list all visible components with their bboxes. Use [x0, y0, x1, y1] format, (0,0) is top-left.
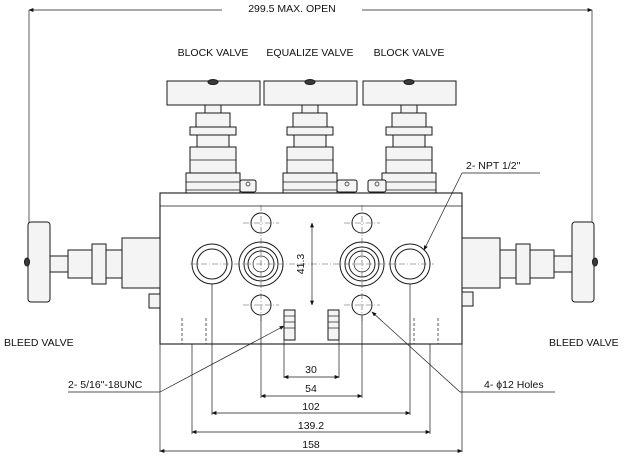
equalize-valve-label: EQUALIZE VALVE [266, 47, 353, 59]
top-valve-middle [263, 79, 358, 198]
bleed-valve-right [461, 221, 598, 303]
dim-54-label: 54 [305, 383, 317, 395]
side-stub-right [461, 291, 474, 307]
block-valve-right-label: BLOCK VALVE [374, 47, 445, 59]
thread-leader: 2- 5/16"-18UNC [68, 325, 285, 393]
side-stub-left [148, 293, 161, 309]
dim-102-label: 102 [302, 401, 320, 413]
holes-label: 4- ϕ12 Holes [484, 379, 544, 391]
hidden-bores [181, 318, 439, 344]
bleed-valve-left-label: BLEED VALVE [4, 337, 74, 349]
bleed-valve-left [24, 221, 161, 303]
dim-139-label: 139.2 [298, 420, 324, 432]
block-valve-left-label: BLOCK VALVE [178, 47, 249, 59]
dim-41-3: 41.3 [295, 222, 314, 306]
dim-41-3-label: 41.3 [295, 254, 307, 275]
dim-30-label: 30 [305, 364, 317, 376]
threaded-studs [283, 309, 340, 341]
top-plugs [239, 179, 387, 193]
holes-leader: 4- ϕ12 Holes [371, 311, 555, 393]
overall-dimension: 299.5 MAX. OPEN [28, 2, 593, 228]
npt-leader: 2- NPT 1/2" [423, 160, 540, 251]
overall-open-label: 299.5 MAX. OPEN [248, 3, 336, 15]
npt-label: 2- NPT 1/2" [466, 160, 521, 172]
top-valve-left [166, 79, 261, 198]
bottom-dimensions: 30 54 102 139.2 158 [159, 284, 463, 453]
manifold-body [159, 192, 463, 345]
bleed-valve-right-label: BLEED VALVE [549, 337, 619, 349]
dim-158-label: 158 [302, 439, 320, 451]
top-valve-right [362, 79, 457, 198]
thread-label: 2- 5/16"-18UNC [68, 379, 143, 391]
